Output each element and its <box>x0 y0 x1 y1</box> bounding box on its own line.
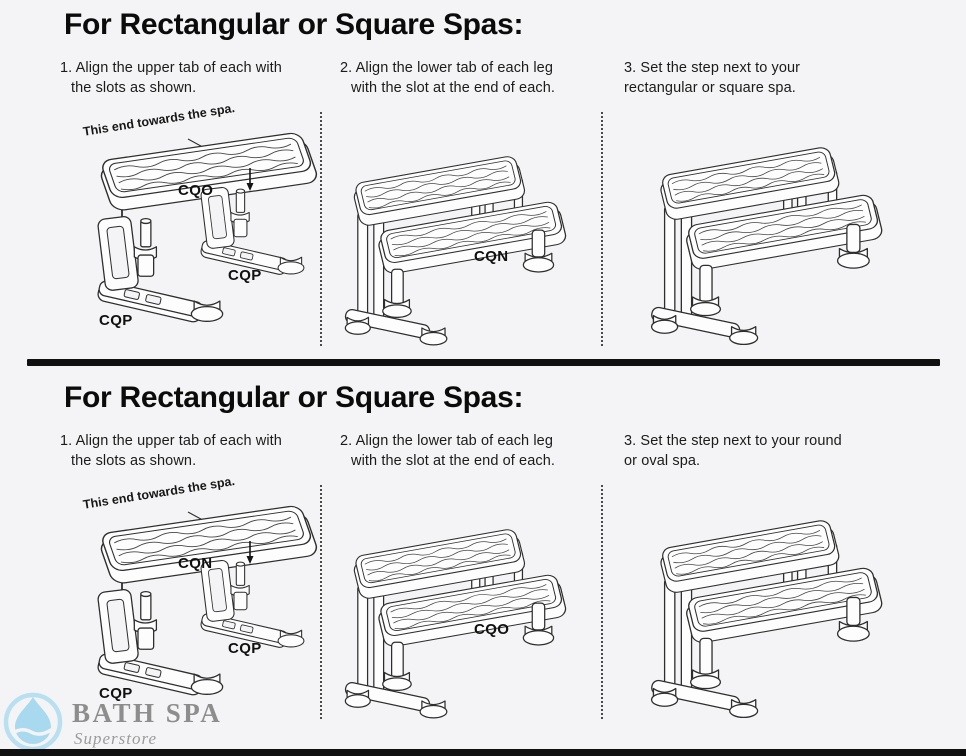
instruction-step-1: 1. Align the upper tab of each with the … <box>60 431 332 471</box>
part-label-board: CQO <box>178 182 214 199</box>
assembled-steps-drawing <box>330 112 600 348</box>
part-label-right-leg: CQP <box>228 267 262 284</box>
step-text-line: with the slot at the end of each. <box>351 453 556 469</box>
completed-steps-drawing <box>612 112 960 348</box>
completed-steps-figure <box>612 485 960 721</box>
step-text-line: 3. Set the step next to your <box>624 60 801 76</box>
logo-name: BATH SPA <box>72 698 223 728</box>
dotted-divider <box>320 485 322 719</box>
step-text-line: the slots as shown. <box>71 80 197 96</box>
instruction-step-2: 2. Align the lower tab of each leg with … <box>340 431 602 471</box>
exploded-parts-figure: This end towards the spa. CQO CQP CQP <box>40 101 320 348</box>
instruction-step-2: 2. Align the lower tab of each leg with … <box>340 58 602 98</box>
assembled-steps-figure: CQO <box>330 485 600 721</box>
step-text-line: the slots as shown. <box>71 453 197 469</box>
logo-subtitle: Superstore <box>74 729 158 748</box>
step-text-line: rectangular or square spa. <box>624 80 796 96</box>
step-text-line: with the slot at the end of each. <box>351 80 556 96</box>
panel-title: For Rectangular or Square Spas: <box>64 381 524 414</box>
instruction-panel-square-spas: For Rectangular or Square Spas: 1. Align… <box>0 0 966 360</box>
step-text-line: 1. Align the upper tab of each with <box>60 60 282 76</box>
step-text-line: 2. Align the lower tab of each leg <box>340 433 553 449</box>
step-text-line: 1. Align the upper tab of each with <box>60 433 282 449</box>
bottom-border-bar <box>0 749 966 756</box>
exploded-parts-drawing <box>40 112 320 348</box>
completed-steps-figure <box>612 112 960 348</box>
instruction-panel-round-spas: For Rectangular or Square Spas: 1. Align… <box>0 373 966 733</box>
dotted-divider <box>320 112 322 346</box>
bath-spa-logo: BATH SPA Superstore <box>0 686 260 752</box>
assembled-steps-figure: CQN <box>330 112 600 348</box>
assembled-steps-drawing <box>330 485 600 721</box>
instruction-step-1: 1. Align the upper tab of each with the … <box>60 58 332 98</box>
instruction-step-3: 3. Set the step next to your rectangular… <box>624 58 946 98</box>
panel-title: For Rectangular or Square Spas: <box>64 8 524 41</box>
part-label-assembly: CQN <box>474 248 509 265</box>
part-label-board: CQN <box>178 555 213 572</box>
step-text-line: or oval spa. <box>624 453 701 469</box>
part-label-left-leg: CQP <box>99 312 133 329</box>
step-text-line: 3. Set the step next to your round <box>624 433 842 449</box>
completed-steps-drawing <box>612 485 960 721</box>
dotted-divider <box>601 112 603 346</box>
exploded-parts-figure: This end towards the spa. CQN CQP CQP <box>40 474 320 721</box>
part-label-right-leg: CQP <box>228 640 262 657</box>
instruction-step-3: 3. Set the step next to your round or ov… <box>624 431 946 471</box>
step-text-line: 2. Align the lower tab of each leg <box>340 60 553 76</box>
part-label-assembly: CQO <box>474 621 510 638</box>
dotted-divider <box>601 485 603 719</box>
part-label-left-leg: CQP <box>99 685 133 702</box>
section-divider-rule <box>27 359 940 366</box>
